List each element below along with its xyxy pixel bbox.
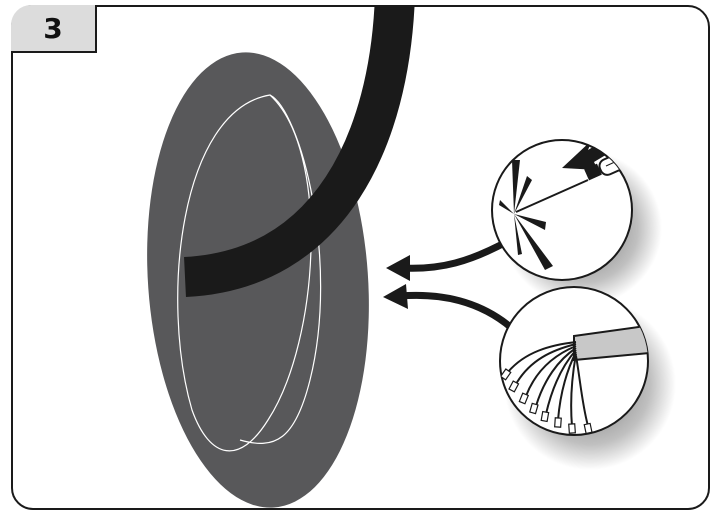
step-number: 3: [43, 11, 63, 45]
arrow-to-disc-lower: [383, 284, 517, 333]
arrow-to-disc-upper: [386, 236, 512, 281]
wire-bundle-icon: [500, 322, 648, 435]
step-badge: 3: [11, 5, 97, 53]
cable: [183, 7, 415, 297]
detail-wires: [499, 286, 649, 436]
